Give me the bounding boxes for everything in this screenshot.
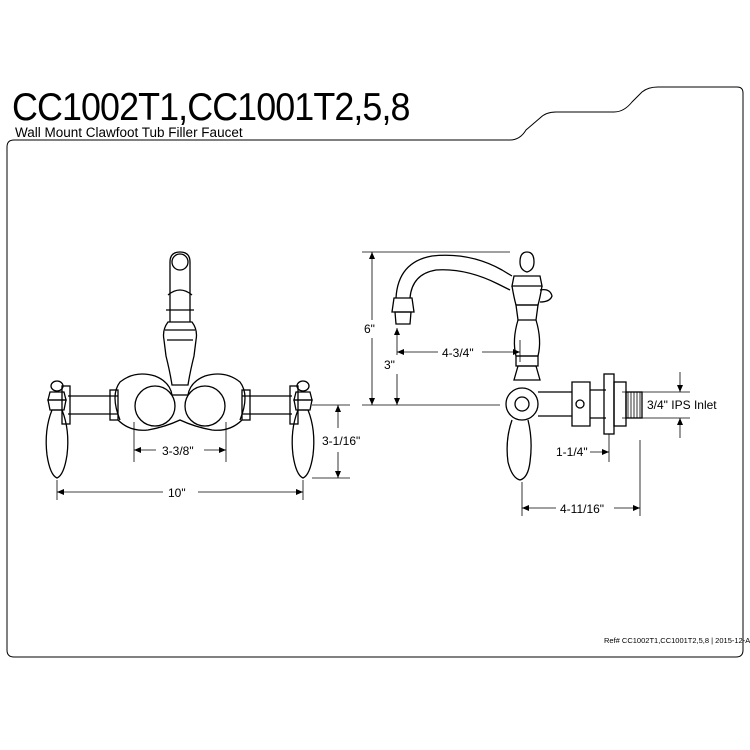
- front-left-handle: [45, 380, 69, 479]
- front-view: [45, 251, 315, 479]
- dim-inlet: 3/4" IPS Inlet: [647, 398, 717, 412]
- front-spout: [169, 251, 191, 322]
- dim-handle-height: 3-1/16": [322, 434, 360, 448]
- dim-overall-depth: 4-11/16": [560, 502, 604, 516]
- dim-total-height: 6": [364, 322, 375, 336]
- dim-spout-center-width: 3-3/8": [162, 444, 194, 458]
- dim-overall-width: 10": [168, 486, 186, 500]
- front-right-handle: [291, 380, 315, 479]
- front-arrowheads: [57, 405, 341, 495]
- front-body: [162, 321, 198, 386]
- side-view: [391, 251, 643, 481]
- side-body: [511, 251, 553, 381]
- drawing-border: [6, 86, 744, 658]
- dim-base-height: 3": [384, 358, 395, 372]
- product-name-subtitle: Wall Mount Clawfoot Tub Filler Faucet: [15, 125, 243, 140]
- side-arrowheads: [369, 252, 683, 511]
- reference-footer: Ref# CC1002T1,CC1001T2,5,8 | 2015-12-A: [604, 636, 750, 645]
- side-dimensions: [362, 251, 690, 516]
- front-dimensions: [56, 404, 350, 500]
- dim-spout-reach: 4-3/4": [442, 346, 474, 360]
- dim-inlet-offset: 1-1/4": [556, 445, 588, 459]
- model-numbers-title: CC1002T1,CC1001T2,5,8: [12, 86, 410, 129]
- side-spout: [395, 254, 513, 299]
- side-handle: [505, 387, 539, 481]
- front-left-lobe: [114, 373, 173, 421]
